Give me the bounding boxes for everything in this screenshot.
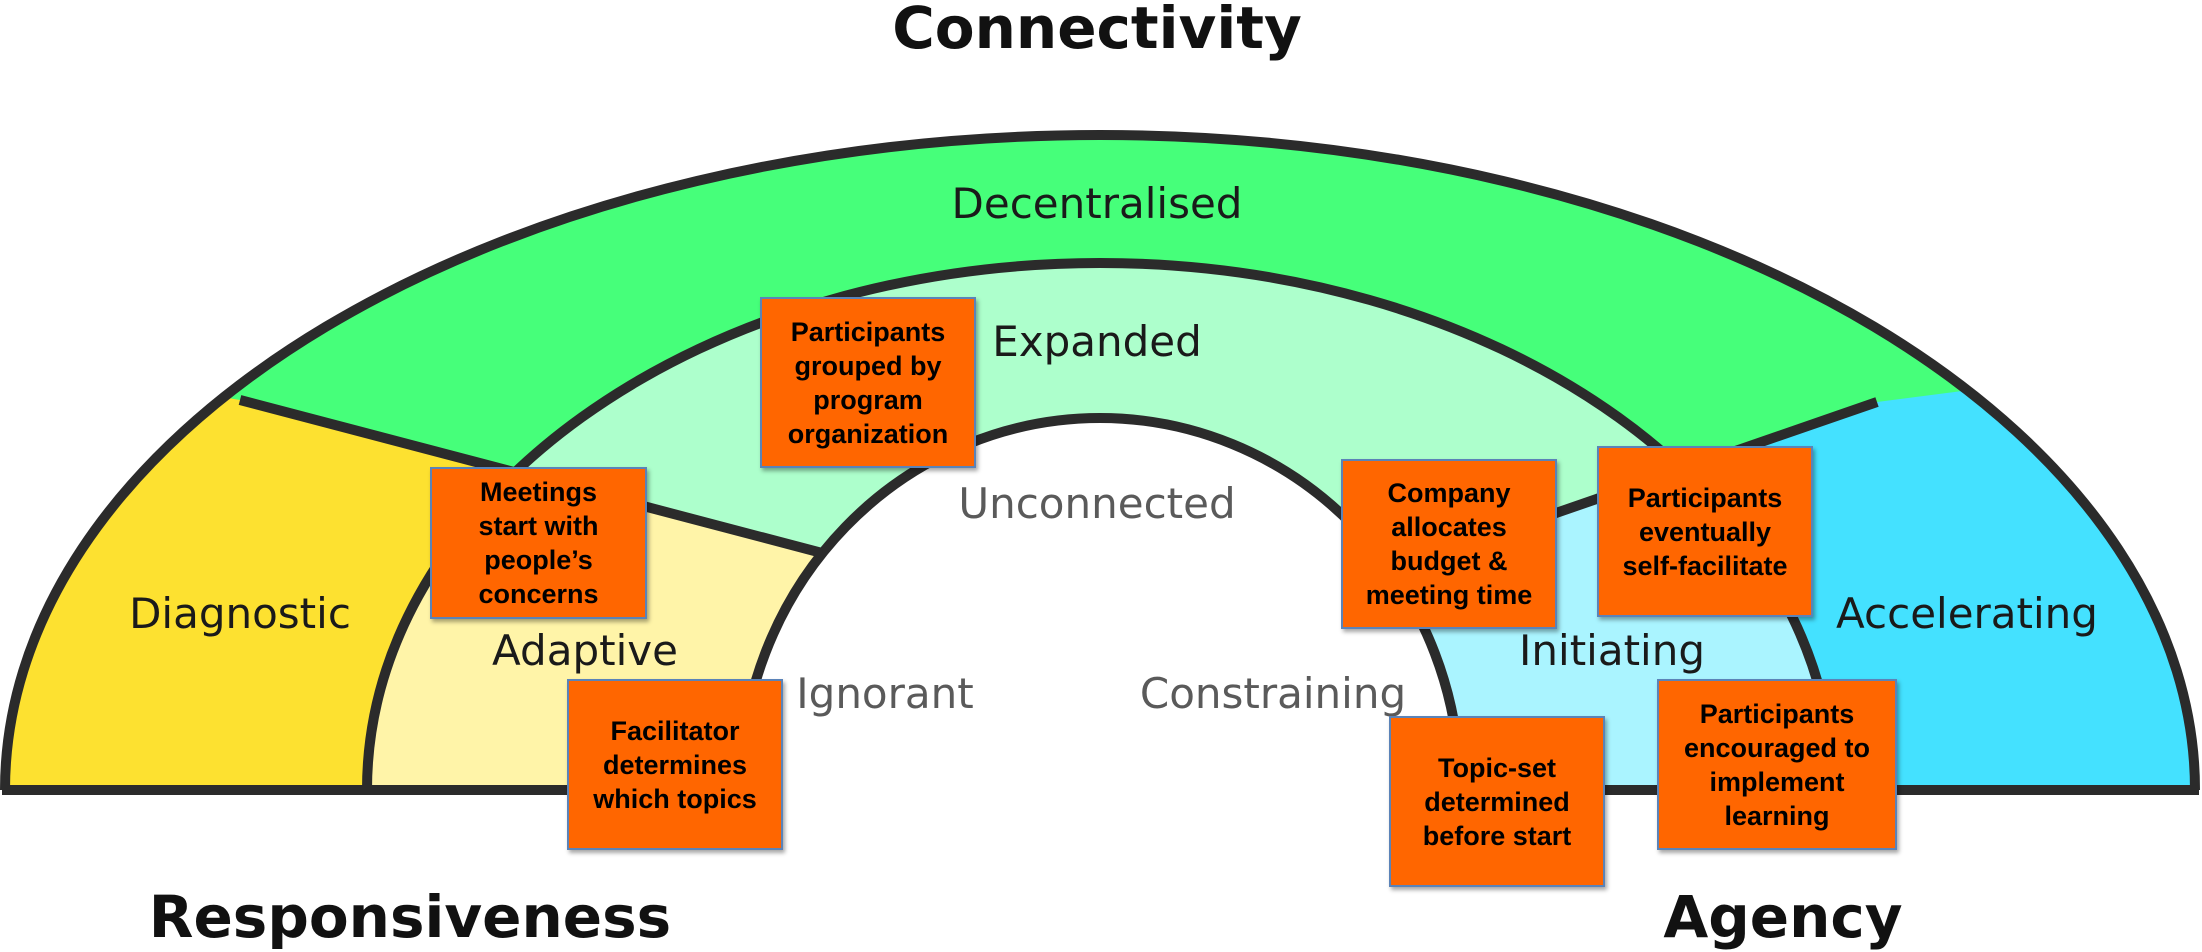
note-topic-set: Topic-set determined before start xyxy=(1389,716,1605,887)
label-expanded: Expanded xyxy=(992,317,1202,366)
label-unconnected: Unconnected xyxy=(958,479,1235,528)
note-facilitator-determines: Facilitator determines which topics xyxy=(567,679,783,850)
axis-title-responsiveness: Responsiveness xyxy=(149,883,671,951)
label-initiating: Initiating xyxy=(1519,626,1705,675)
label-accelerating: Accelerating xyxy=(1836,589,2098,638)
axis-title-agency: Agency xyxy=(1663,883,1902,951)
note-participants-implement: Participants encouraged to implement lea… xyxy=(1657,679,1897,850)
note-participants-grouped: Participants grouped by program organiza… xyxy=(760,297,976,468)
note-meetings-start: Meetings start with people’s concerns xyxy=(430,467,647,619)
label-decentralised: Decentralised xyxy=(952,179,1243,228)
label-diagnostic: Diagnostic xyxy=(129,589,351,638)
outer-arc xyxy=(0,130,2200,791)
note-participants-self-facilitate: Participants eventually self-facilitate xyxy=(1597,446,1813,617)
label-constraining: Constraining xyxy=(1140,669,1406,718)
label-ignorant: Ignorant xyxy=(796,669,973,718)
axis-title-connectivity: Connectivity xyxy=(892,0,1302,62)
label-adaptive: Adaptive xyxy=(492,626,678,675)
note-company-allocates: Company allocates budget & meeting time xyxy=(1341,459,1557,629)
